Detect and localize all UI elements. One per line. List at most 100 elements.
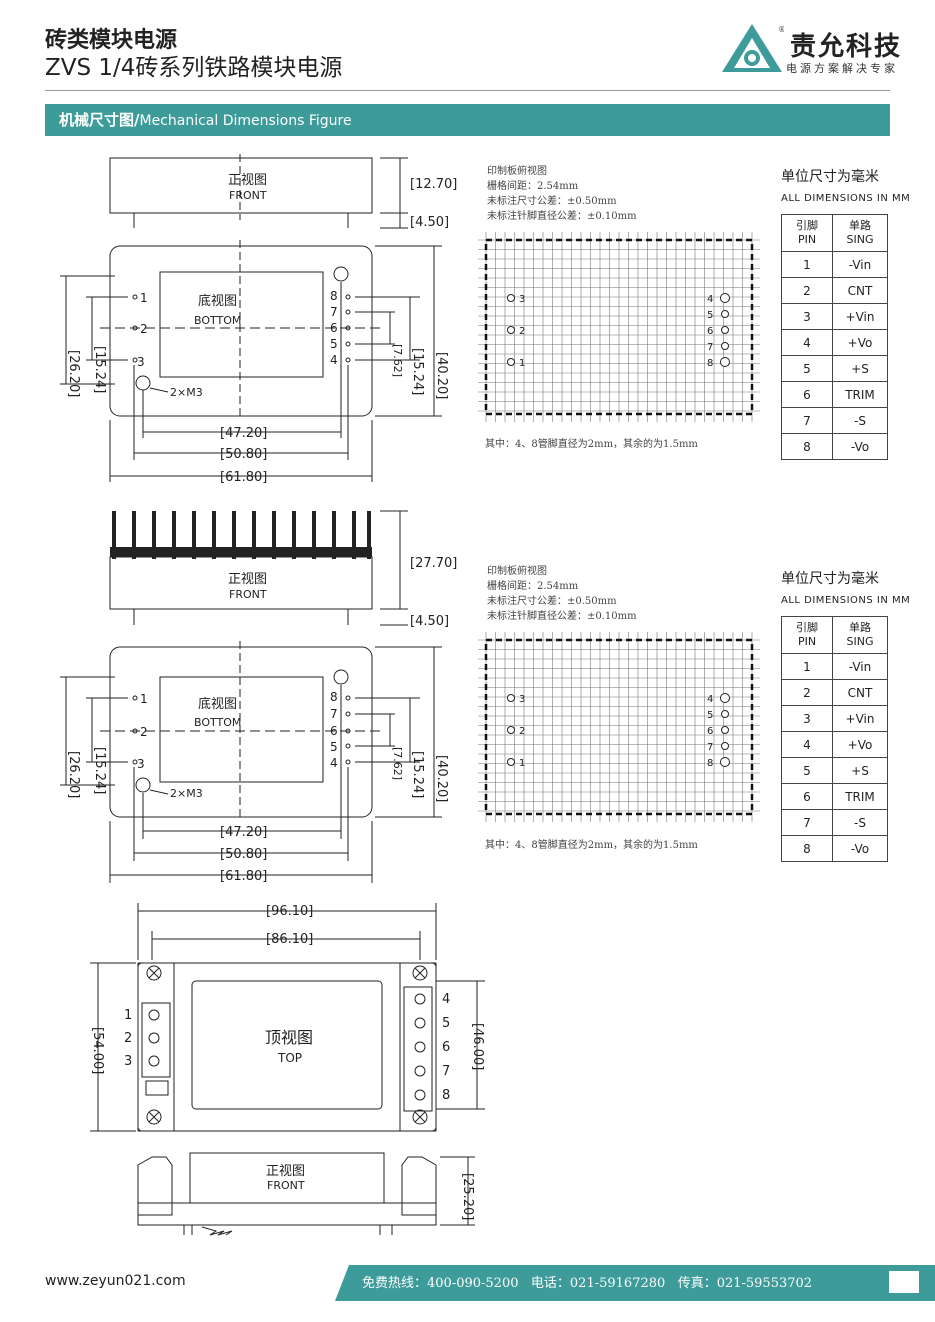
svg-text:4: 4 xyxy=(330,756,338,770)
svg-text:5: 5 xyxy=(330,740,338,754)
drawing-module-2: 正视图 FRONT [27.70] [4.50] 底视图 BOTTOM 1 2 … xyxy=(60,510,457,884)
dim-h2-3: [46.00] xyxy=(470,1023,485,1070)
screw-label-1: 2×M3 xyxy=(170,386,203,399)
svg-text:3: 3 xyxy=(124,1054,132,1069)
pcb-note-1: 印制板俯视图 栅格间距：2.54mm 未标注尺寸公差：±0.50mm 未标注针脚… xyxy=(487,166,637,222)
dim-w3-2: [61.80] xyxy=(220,869,267,884)
svg-text:7: 7 xyxy=(442,1064,450,1079)
pcb-note-2: 印制板俯视图 栅格间距：2.54mm 未标注尺寸公差：±0.50mm 未标注针脚… xyxy=(487,566,637,622)
dim-w1-2: [47.20] xyxy=(220,825,267,840)
svg-text:5: 5 xyxy=(330,337,338,351)
svg-text:7: 7 xyxy=(330,305,338,319)
table-row: 5+S xyxy=(781,355,888,382)
dim-h1-1: [26.20] xyxy=(66,350,81,397)
pin-number: 2 xyxy=(781,277,833,304)
pcb-pin-label: 5 xyxy=(707,310,713,321)
unit-label-cn-2: 单位尺寸为毫米 xyxy=(781,571,879,587)
pcb-pin-label: 4 xyxy=(707,694,713,705)
pcb-pin-label: 5 xyxy=(707,710,713,721)
pin-number: 8 xyxy=(781,433,833,460)
input-terminal-block xyxy=(141,1002,171,1078)
svg-text:1: 1 xyxy=(140,291,148,305)
top-label-en: TOP xyxy=(277,1051,302,1065)
unit-label-cn-1: 单位尺寸为毫米 xyxy=(781,169,879,185)
dim-h4-1: [15.24] xyxy=(410,348,425,395)
pcb-pin-label: 1 xyxy=(519,758,525,769)
table-row: 7-S xyxy=(781,407,888,434)
heatsink-fins xyxy=(110,511,372,559)
dim-w2-2: [50.80] xyxy=(220,847,267,862)
front-label-cn-1: 正视图 xyxy=(228,173,267,188)
svg-text:6: 6 xyxy=(442,1040,450,1055)
bottom-label-area-1 xyxy=(159,271,324,378)
table-row: 1-Vin xyxy=(781,251,888,278)
pcb-pin-label: 8 xyxy=(707,358,713,369)
pin-signal: TRIM xyxy=(832,381,888,408)
top-view-body xyxy=(137,962,437,1132)
section-title-bar: 机械尺寸图/Mechanical Dimensions Figure xyxy=(45,104,890,136)
svg-text:3: 3 xyxy=(137,355,145,369)
table-row: 1-Vin xyxy=(781,653,888,680)
pin-signal: +Vin xyxy=(832,705,888,732)
table-row: 7-S xyxy=(781,809,888,836)
section-title-en: Mechanical Dimensions Figure xyxy=(139,113,352,129)
svg-text:2: 2 xyxy=(124,1031,132,1046)
company-logo-icon: ® xyxy=(722,24,784,72)
dim-height-2: [27.70] xyxy=(410,556,457,571)
svg-text:5: 5 xyxy=(442,1016,450,1031)
svg-text:3: 3 xyxy=(137,757,145,771)
pin-signal: -Vo xyxy=(832,433,888,460)
pin-signal: -S xyxy=(832,407,888,434)
pin-signal: -S xyxy=(832,809,888,836)
svg-text:6: 6 xyxy=(330,321,338,335)
dim-w3-1: [61.80] xyxy=(220,470,267,485)
front-label-en-3: FRONT xyxy=(267,1179,305,1192)
screw-label-2: 2×M3 xyxy=(170,787,203,800)
dim-pin-1: [4.50] xyxy=(410,215,449,230)
bottom-view-body-2 xyxy=(109,646,373,818)
dim-w2-3: [86.10] xyxy=(266,932,313,947)
pcb-pin-label: 7 xyxy=(707,742,713,753)
svg-text:4: 4 xyxy=(330,353,338,367)
pin-number: 6 xyxy=(781,783,833,810)
svg-text:8: 8 xyxy=(330,289,338,303)
footer-page-box xyxy=(889,1271,919,1293)
pcb-pin-label: 8 xyxy=(707,758,713,769)
pin-signal: -Vin xyxy=(832,653,888,680)
svg-text:1: 1 xyxy=(140,692,148,706)
front-label-en-2: FRONT xyxy=(229,588,267,601)
pcb-pin-label: 3 xyxy=(519,294,525,305)
top-label-area xyxy=(191,980,383,1110)
front-view-body-2 xyxy=(109,556,373,610)
bottom-label-cn-1: 底视图 xyxy=(198,293,237,309)
front-label-cn-3: 正视图 xyxy=(266,1164,305,1179)
output-terminal-block xyxy=(403,986,433,1112)
footer-contact-text: 免费热线：400-090-5200 电话：021-59167280 传真：021… xyxy=(362,1272,812,1291)
table-row: 3+Vin xyxy=(781,705,888,732)
dim-h1-2: [26.20] xyxy=(66,751,81,798)
top-label-cn: 顶视图 xyxy=(265,1028,313,1047)
pin-number: 3 xyxy=(781,705,833,732)
pin-signal: CNT xyxy=(832,277,888,304)
table-row: 8-Vo xyxy=(781,835,888,862)
pcb-pin-label: 2 xyxy=(519,726,525,737)
svg-text:4: 4 xyxy=(442,992,450,1007)
pin-signal: +Vin xyxy=(832,303,888,330)
drawing-module-3: [96.10] [86.10] [54.00] [46.00] [25.20] … xyxy=(90,903,485,1236)
bottom-label-cn-2: 底视图 xyxy=(198,696,237,712)
table-row: 5+S xyxy=(781,757,888,784)
pin-signal: CNT xyxy=(832,679,888,706)
dim-h1-3: [54.00] xyxy=(90,1027,105,1074)
pcb-pin-label: 4 xyxy=(707,294,713,305)
front-bracket-right xyxy=(401,1156,437,1216)
website-link[interactable]: www.zeyun021.com xyxy=(45,1273,186,1289)
pin-number: 4 xyxy=(781,731,833,758)
pin-signal: +S xyxy=(832,757,888,784)
pin-number: 8 xyxy=(781,835,833,862)
